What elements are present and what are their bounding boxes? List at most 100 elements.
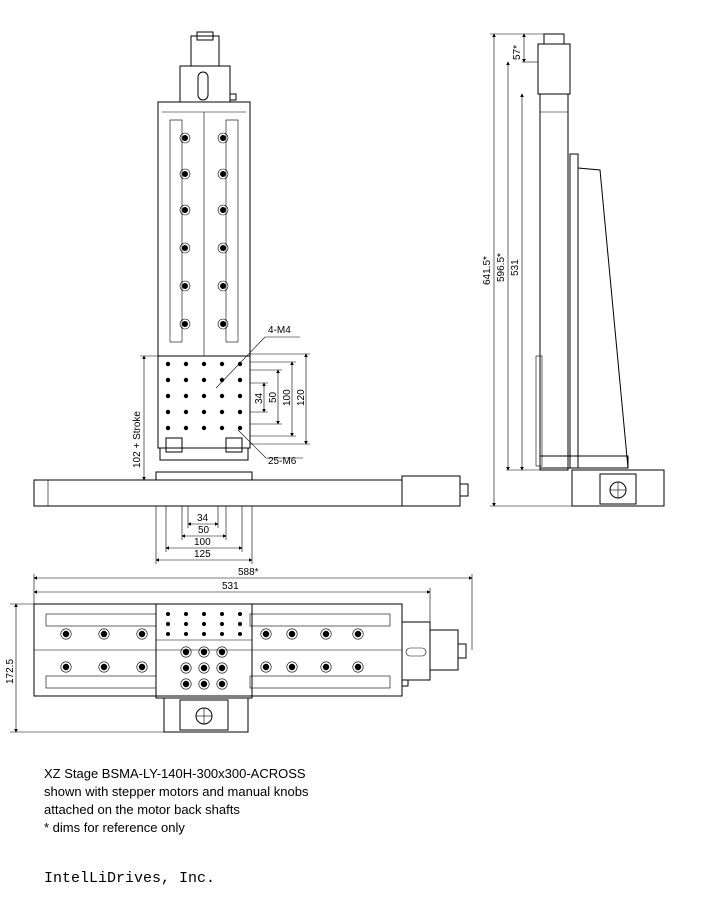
mounting-hole bbox=[182, 283, 188, 289]
mounting-hole bbox=[165, 393, 171, 399]
mounting-hole-ring bbox=[352, 628, 364, 640]
mounting-hole bbox=[62, 630, 70, 638]
mounting-hole-ring bbox=[260, 661, 272, 673]
note-line-4: * dims for reference only bbox=[44, 820, 185, 835]
mounting-hole bbox=[138, 663, 146, 671]
top-view: 588* 531 172.5 bbox=[5, 567, 473, 733]
dim-v50: 50 bbox=[268, 391, 279, 403]
dim-596: 596.5* bbox=[496, 253, 507, 282]
mounting-hole-ring bbox=[179, 280, 191, 292]
mounting-hole bbox=[238, 612, 242, 616]
mounting-hole-ring bbox=[180, 646, 192, 658]
mounting-hole bbox=[219, 425, 225, 431]
mounting-hole bbox=[220, 622, 224, 626]
mounting-hole bbox=[184, 622, 188, 626]
note-line-3: attached on the motor back shafts bbox=[44, 802, 240, 817]
mounting-hole bbox=[62, 663, 70, 671]
mounting-hole-ring bbox=[60, 628, 72, 640]
mounting-hole bbox=[220, 283, 226, 289]
mounting-hole bbox=[182, 664, 190, 672]
mounting-hole-ring bbox=[136, 661, 148, 673]
mounting-hole bbox=[218, 680, 226, 688]
mounting-hole bbox=[182, 171, 188, 177]
mounting-hole-ring bbox=[320, 628, 332, 640]
mounting-hole bbox=[183, 377, 189, 383]
mounting-hole bbox=[219, 409, 225, 415]
company-name: IntelLiDrives, Inc. bbox=[44, 870, 216, 887]
mounting-hole bbox=[262, 630, 270, 638]
mounting-hole-ring bbox=[217, 242, 229, 254]
mounting-hole-ring bbox=[180, 678, 192, 690]
mounting-hole-ring bbox=[217, 318, 229, 330]
mounting-hole bbox=[200, 664, 208, 672]
mounting-hole-ring bbox=[352, 661, 364, 673]
mounting-hole bbox=[202, 612, 206, 616]
dim-v34: 34 bbox=[254, 392, 265, 404]
mounting-hole bbox=[183, 393, 189, 399]
mounting-hole bbox=[100, 663, 108, 671]
mounting-hole-ring bbox=[179, 132, 191, 144]
dim-57: 57* bbox=[512, 45, 523, 60]
mounting-hole bbox=[182, 321, 188, 327]
mounting-hole bbox=[201, 377, 207, 383]
mounting-hole bbox=[237, 377, 243, 383]
mounting-hole bbox=[166, 612, 170, 616]
mounting-hole bbox=[201, 425, 207, 431]
mounting-hole bbox=[182, 680, 190, 688]
mounting-hole bbox=[220, 135, 226, 141]
dim-stroke: 102 + Stroke bbox=[132, 411, 143, 468]
mounting-hole bbox=[322, 663, 330, 671]
mounting-hole-ring bbox=[216, 662, 228, 674]
mounting-hole bbox=[354, 663, 362, 671]
mounting-hole-ring bbox=[217, 132, 229, 144]
side-view: 57* 641.5* 596.5* 531 bbox=[482, 33, 665, 507]
mounting-hole-ring bbox=[60, 661, 72, 673]
dim-531-top: 531 bbox=[222, 581, 239, 592]
mounting-hole bbox=[237, 409, 243, 415]
mounting-hole-ring bbox=[179, 168, 191, 180]
mounting-hole-ring bbox=[320, 661, 332, 673]
mounting-hole bbox=[202, 632, 206, 636]
mounting-hole bbox=[238, 632, 242, 636]
mounting-hole bbox=[183, 361, 189, 367]
mounting-hole bbox=[220, 171, 226, 177]
dim-v100: 100 bbox=[282, 389, 293, 406]
mounting-hole bbox=[220, 612, 224, 616]
dim-h125: 125 bbox=[194, 549, 211, 560]
mounting-hole-ring bbox=[217, 280, 229, 292]
mounting-hole bbox=[138, 630, 146, 638]
mounting-hole bbox=[220, 245, 226, 251]
mounting-hole-ring bbox=[179, 318, 191, 330]
mounting-hole bbox=[220, 321, 226, 327]
mounting-hole bbox=[220, 207, 226, 213]
mounting-hole-ring bbox=[217, 168, 229, 180]
mounting-hole bbox=[288, 630, 296, 638]
mounting-hole-ring bbox=[179, 204, 191, 216]
mounting-hole bbox=[219, 361, 225, 367]
mounting-hole bbox=[201, 361, 207, 367]
mounting-hole bbox=[182, 135, 188, 141]
mounting-hole bbox=[218, 648, 226, 656]
mounting-hole bbox=[183, 425, 189, 431]
mounting-hole bbox=[166, 622, 170, 626]
drawing-notes: XZ Stage BSMA-LY-140H-300x300-ACROSS sho… bbox=[44, 765, 308, 837]
mounting-hole-ring bbox=[260, 628, 272, 640]
mounting-hole bbox=[202, 622, 206, 626]
mounting-hole bbox=[100, 630, 108, 638]
mounting-hole-ring bbox=[98, 661, 110, 673]
mounting-hole bbox=[165, 377, 171, 383]
dim-h100: 100 bbox=[194, 537, 211, 548]
mounting-hole bbox=[183, 409, 189, 415]
mounting-hole bbox=[238, 622, 242, 626]
mounting-hole-ring bbox=[198, 646, 210, 658]
mounting-hole bbox=[237, 361, 243, 367]
front-view: 4-M4 25-M6 34 50 100 120 102 + Stroke 34 bbox=[33, 31, 469, 564]
label-25m6: 25-M6 bbox=[268, 456, 297, 467]
mounting-hole bbox=[200, 648, 208, 656]
mounting-hole bbox=[201, 393, 207, 399]
mounting-hole-ring bbox=[98, 628, 110, 640]
dim-588: 588* bbox=[238, 567, 259, 578]
mounting-hole bbox=[182, 648, 190, 656]
mounting-hole bbox=[218, 664, 226, 672]
mounting-hole bbox=[165, 425, 171, 431]
